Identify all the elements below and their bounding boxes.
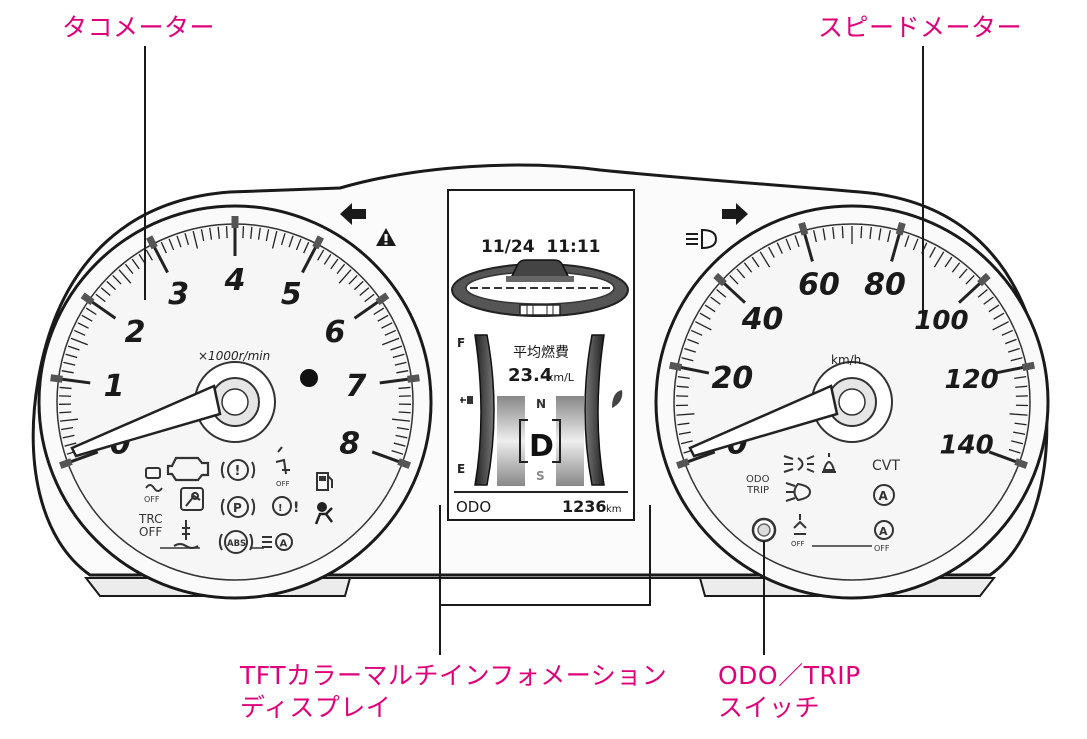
speedo-number: 140: [940, 431, 994, 461]
speedo-marker: [1016, 462, 1027, 466]
trc-off-icon: TRC OFF: [138, 512, 162, 539]
tacho-marker: [399, 462, 410, 466]
callout-odo-line2: スイッチ: [718, 692, 861, 724]
fuel-full-label: F: [457, 336, 465, 350]
tacho-number: 2: [125, 315, 146, 350]
odo-value: 1236: [562, 497, 607, 516]
tacho-number: 6: [324, 315, 345, 350]
callout-odo-line1: ODO／TRIP: [718, 660, 861, 692]
speedo-marker: [802, 223, 805, 235]
speedo-marker: [1023, 365, 1035, 367]
svg-text:OFF: OFF: [874, 544, 890, 553]
tacho-number: 7: [346, 369, 367, 404]
svg-text:OFF: OFF: [276, 480, 290, 488]
tacho-number: 8: [339, 427, 360, 462]
tacho-number: 4: [224, 263, 246, 298]
svg-text:!: !: [293, 500, 299, 516]
tft-datetime: 11/24 11:11: [481, 237, 600, 257]
svg-text:OFF: OFF: [144, 495, 160, 504]
svg-text:A: A: [879, 489, 889, 503]
speedo-unit: km/h: [831, 353, 861, 367]
svg-text:A: A: [879, 525, 888, 538]
tacho-minor-tick: [59, 412, 71, 413]
tacho-minor-tick: [399, 412, 411, 413]
odo-trip-switch[interactable]: [753, 519, 775, 541]
svg-text:ODO: ODO: [746, 474, 770, 485]
svg-text:!: !: [278, 503, 283, 514]
odo-trip-label: ODO TRIP: [746, 474, 770, 496]
tachometer: 012345678 ×1000r/min OFF ! OFF: [39, 206, 431, 598]
tacho-minor-tick: [227, 226, 228, 238]
speedo-number: 80: [864, 268, 906, 303]
svg-text:TRC: TRC: [138, 512, 162, 526]
callout-speedometer: スピードメーター: [818, 12, 1022, 44]
tacho-marker: [315, 237, 321, 248]
fuel-empty-label: E: [457, 462, 465, 476]
callout-odo-switch: ODO／TRIP スイッチ: [718, 660, 861, 724]
svg-text:OFF: OFF: [139, 525, 162, 539]
tacho-number: 3: [168, 277, 189, 312]
speedo-number: 20: [712, 361, 754, 396]
gear-n: N: [536, 397, 546, 411]
svg-text:ABS: ABS: [227, 539, 246, 549]
speedo-marker: [670, 365, 682, 367]
svg-text:P: P: [233, 501, 242, 515]
tacho-marker: [51, 378, 63, 380]
callout-tft-line2: ディスプレイ: [240, 692, 667, 724]
tacho-marker: [408, 378, 420, 380]
speedo-number: 40: [741, 302, 784, 337]
gear-d: D: [529, 429, 554, 464]
tacho-minor-tick: [243, 226, 244, 238]
tacho-dot: [300, 369, 318, 387]
odo-label: ODO: [456, 498, 491, 516]
speedo-number: 120: [944, 365, 998, 395]
odo-unit: km: [606, 504, 622, 515]
speedometer: 020406080100120140 km/h ODO TRIP CVT: [656, 206, 1048, 598]
cvt-indicator: CVT: [872, 458, 900, 474]
speedo-minor-tick: [861, 226, 862, 238]
callout-tft-display: TFTカラーマルチインフォメーション ディスプレイ: [240, 660, 667, 724]
avg-economy-value: 23.4: [508, 365, 552, 386]
speedo-minor-tick: [842, 226, 843, 238]
avg-economy-unit: km/L: [547, 371, 575, 384]
avg-economy-label: 平均燃費: [513, 344, 569, 361]
tacho-number: 1: [104, 369, 125, 404]
tacho-marker: [149, 237, 155, 248]
speedo-marker: [677, 462, 688, 466]
tft-display: 11/24 11:11 F E 平均燃費 23.4 km/L: [448, 190, 634, 520]
callout-tachometer: タコメーター: [62, 12, 215, 44]
svg-text:TRIP: TRIP: [746, 485, 769, 496]
gear-indicator: N D S: [497, 396, 584, 486]
tacho-unit: ×1000r/min: [198, 349, 270, 363]
svg-text:!: !: [235, 464, 241, 479]
tacho-marker: [60, 462, 71, 466]
callout-tft-line1: TFTカラーマルチインフォメーション: [240, 660, 667, 692]
svg-text:OFF: OFF: [791, 540, 805, 548]
svg-text:A: A: [280, 539, 288, 550]
tacho-number: 5: [281, 277, 302, 312]
speedo-number: 60: [798, 268, 840, 303]
speedo-marker: [899, 223, 902, 235]
gear-s: S: [536, 469, 545, 483]
